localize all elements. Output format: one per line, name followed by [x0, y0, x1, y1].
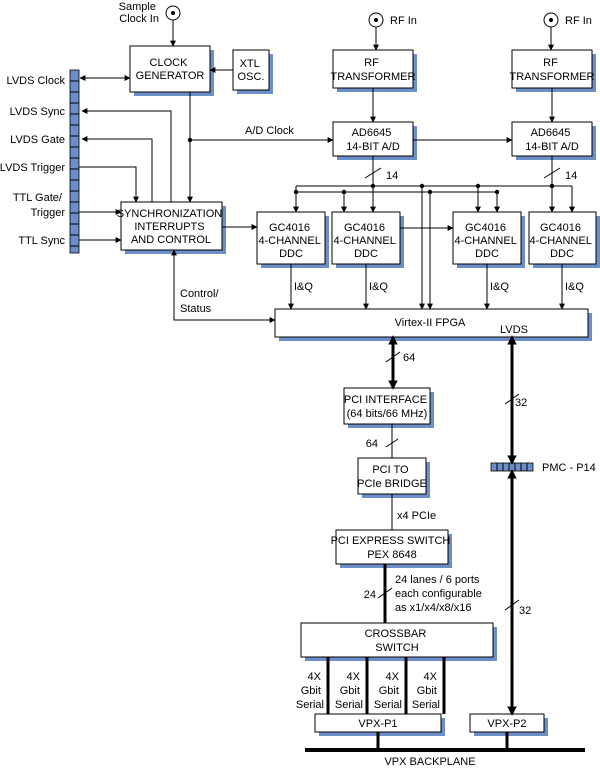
iq-label-1: I&Q	[294, 281, 313, 293]
sample-clock-connector	[165, 5, 181, 21]
vpx-p1-label: VPX-P1	[358, 718, 397, 730]
bus-width-64-label-1: 64	[403, 352, 415, 364]
bus-width-32-label-2: 32	[519, 605, 531, 617]
pcie-switch-label: PCI EXPRESS SWITCH PEX 8648	[331, 535, 454, 561]
lanes-label: 24 lanes / 6 ports each configurable as …	[395, 574, 485, 614]
pmc-label: PMC - P14	[542, 462, 596, 474]
fpga-lvds-label: LVDS	[500, 324, 528, 336]
ddc-label-4: GC4016 4-CHANNEL DDC	[529, 222, 594, 260]
bus-width-32-label-1: 32	[515, 397, 527, 409]
iq-label-2: I&Q	[369, 281, 388, 293]
rf-in-connector-2	[543, 12, 559, 28]
adc-label-2: AD6645 14-BIT A/D	[525, 127, 579, 153]
gbit-serial-label-4: 4X Gbit Serial	[412, 671, 440, 711]
xtl-osc-block	[232, 49, 270, 91]
rf-transformer-label-1: RF TRANSFORMER	[331, 57, 416, 83]
vpx-p2-label: VPX-P2	[487, 718, 526, 730]
bus-width-64-label-2: 64	[366, 438, 378, 450]
signal-lvds-sync: LVDS Sync	[10, 106, 66, 118]
control-status-label: Control/ Status	[180, 288, 222, 315]
iq-label-3: I&Q	[490, 281, 509, 293]
ddc-label-1: GC4016 4-CHANNEL DDC	[258, 222, 323, 260]
iq-label-4: I&Q	[565, 281, 584, 293]
gbit-serial-label-2: 4X Gbit Serial	[335, 671, 363, 711]
vpx-backplane-label: VPX BACKPLANE	[384, 756, 475, 768]
ddc-block-3	[452, 211, 522, 265]
pmc-connector	[490, 462, 534, 472]
clock-generator-label: CLOCK GENERATOR	[136, 57, 205, 82]
rf-transformer-label-2: RF TRANSFORMER	[510, 57, 595, 83]
connection-lines	[79, 20, 575, 750]
signal-ttl-gate-trigger: TTL Gate/ Trigger	[13, 192, 66, 219]
sample-clock-label: Sample Clock In	[119, 1, 159, 25]
sync-interrupts-control-block	[120, 201, 223, 251]
bus-width-24-label: 24	[364, 589, 376, 601]
pci-interface-block	[343, 387, 431, 425]
bus-width-14-label-2: 14	[565, 170, 577, 182]
signal-ttl-sync: TTL Sync	[18, 235, 65, 247]
ddc-label-3: GC4016 4-CHANNEL DDC	[454, 222, 519, 260]
signal-lvds-clock: LVDS Clock	[7, 75, 66, 87]
pci-interface-label: PCI INTERFACE (64 bits/66 MHz)	[344, 394, 430, 420]
rf-in-label-1: RF In	[390, 15, 417, 27]
crossbar-switch-block	[300, 622, 494, 658]
ddc-block-4	[528, 211, 597, 265]
ddc-block-2	[331, 211, 401, 265]
adc-label-1: AD6645 14-BIT A/D	[346, 127, 400, 153]
x4-pcie-label: x4 PCIe	[397, 510, 436, 522]
crossbar-switch-label: CROSSBAR SWITCH	[365, 628, 430, 654]
clock-generator-block	[129, 45, 211, 93]
signal-lvds-gate: LVDS Gate	[10, 134, 65, 146]
ddc-label-2: GC4016 4-CHANNEL DDC	[333, 222, 398, 260]
ad-clock-label: A/D Clock	[245, 125, 294, 137]
signal-lvds-trigger: LVDS Trigger	[0, 162, 65, 174]
fpga-label: Virtex-II FPGA	[395, 317, 466, 329]
sync-interrupts-control-label: SYNCHRONIZATION INTERRUPTS AND CONTROL	[117, 208, 226, 246]
gbit-serial-label-1: 4X Gbit Serial	[296, 671, 324, 711]
pci-pcie-bridge-label: PCI TO PCIe BRIDGE	[357, 464, 427, 490]
xtl-osc-label: XTL OSC.	[238, 58, 265, 83]
io-connector-strip	[69, 69, 80, 254]
bus-width-14-label-1: 14	[386, 170, 398, 182]
rf-in-label-2: RF In	[565, 15, 592, 27]
rf-in-connector-1	[368, 12, 384, 28]
gbit-serial-label-3: 4X Gbit Serial	[374, 671, 402, 711]
